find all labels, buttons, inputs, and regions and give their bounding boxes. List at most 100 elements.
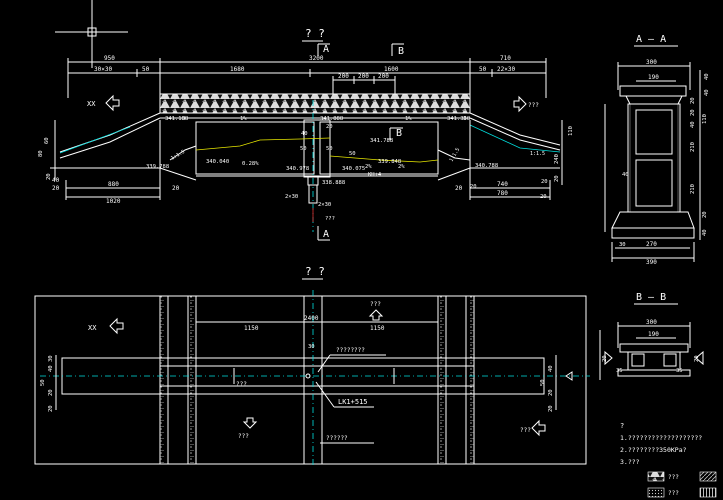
bb-dim-35b: 35: [676, 368, 683, 374]
side-dim-20: 20: [46, 173, 52, 180]
dim-50-c: 50: [349, 151, 356, 157]
dim-bottom-40: 40: [52, 177, 60, 184]
aa-dim-40c: 40: [690, 121, 696, 128]
dim-top-200a: 200: [338, 73, 349, 80]
elevation-top-dims: 950 3200 710 30×30 50 1680 1600 50 22×30…: [67, 55, 547, 98]
aa-dim-30: 30: [619, 242, 626, 248]
dim-20-b: 20: [470, 184, 477, 190]
dim-3-a: 3: [182, 116, 185, 122]
dim-50-b: 50: [300, 146, 307, 152]
section-mark-b-mid-label: B: [396, 128, 402, 139]
dim-top-50b: 50: [479, 66, 487, 73]
slope-2pct-b: 2%: [398, 164, 405, 170]
section-mark-a-label: A: [323, 44, 329, 55]
plan-label-bottom-left: ???: [238, 433, 249, 440]
aa-dim-390: 390: [646, 259, 657, 266]
aa-dim-190: 190: [648, 74, 659, 81]
plan-dim-40-l: 40: [48, 365, 54, 372]
plan-arrow-left-2-icon: [531, 419, 546, 437]
side-dim-110: 110: [568, 126, 574, 136]
ratio-1-15-b: 1:1.5: [449, 147, 462, 163]
legend-swatch-1: [647, 471, 665, 482]
dim-780: 780: [497, 190, 508, 197]
elev-340-075: 340.075: [342, 166, 365, 172]
aa-dim-40a: 40: [704, 73, 710, 80]
bridge-deck: [159, 93, 471, 114]
section-aa: A — A 300 190 270 390 30 40 40 20 20 40: [604, 34, 710, 266]
dim-1020: 1020: [106, 198, 121, 205]
aa-dim-20a: 20: [690, 97, 696, 104]
section-mark-b-mid: B: [389, 127, 403, 140]
elevation-marks: 341.188 341.888 341.368 340.040 340.978 …: [146, 116, 498, 186]
aa-dim-210b: 210: [690, 184, 696, 194]
dim-3-b: 3: [463, 116, 466, 122]
elev-339-788: 339.788: [146, 164, 169, 170]
section-mark-a-top: A: [317, 43, 330, 56]
label-pile: ???: [325, 216, 335, 222]
elev-341-188: 341.188: [165, 116, 188, 122]
plan-label-top: ???: [370, 301, 381, 308]
plan-dim-1150a: 1150: [244, 325, 259, 332]
plan-dim-50-r: 50: [540, 379, 546, 386]
section-mark-b-label: B: [398, 46, 404, 57]
legend-swatch-2: [699, 471, 717, 482]
legend-label-1: ???: [668, 474, 679, 481]
notes-head: ?: [620, 422, 624, 430]
plan-dim-20-l2: 20: [48, 405, 54, 412]
dim-top-1680: 1680: [230, 66, 245, 73]
side-dim-20b: 20: [554, 175, 560, 182]
label-kh: KH+4: [368, 172, 382, 178]
aa-dim-270: 270: [646, 241, 657, 248]
plan-label-leader-b: ??????: [326, 435, 348, 442]
bb-dim-35a: 35: [616, 368, 623, 374]
aa-dim-20b: 20: [690, 109, 696, 116]
dim-top-200b: 200: [358, 73, 369, 80]
aa-dim-40-left: 40: [622, 172, 629, 178]
aa-dim-40b: 40: [704, 89, 710, 96]
slope-2pct-a: 2%: [365, 164, 372, 170]
legend-swatch-4: [699, 487, 717, 498]
plan-arrow-left-icon: [109, 317, 124, 335]
note-line-2: 2.????????350KPa?: [620, 446, 687, 454]
dim-top-1600: 1600: [384, 66, 399, 73]
elev-341-788: 341.788: [370, 138, 393, 144]
dim-bottom-20c: 20: [52, 185, 60, 192]
aa-dim-300: 300: [646, 59, 657, 66]
elev-label-xx: XX: [87, 100, 96, 108]
side-dim-80: 80: [38, 150, 44, 157]
aa-dim-110: 110: [702, 114, 708, 124]
elevation-title: ? ?: [305, 27, 325, 40]
plan-title: ? ?: [305, 265, 325, 278]
ratio-1-15-c: 1:1.5: [530, 151, 545, 157]
dim-20-c: 20: [541, 179, 548, 185]
dim-740: 740: [497, 181, 508, 188]
aa-dim-210a: 210: [690, 142, 696, 152]
dim-top-200c: 200: [378, 73, 389, 80]
aa-dim-20c: 20: [702, 211, 708, 218]
plan-dim-30-l: 30: [48, 355, 54, 362]
side-dim-240: 240: [554, 154, 560, 164]
elevation-view: ? ? A B 950: [38, 27, 574, 241]
plan-dim-50-l: 50: [40, 379, 46, 386]
plan-dim-20-r2: 20: [548, 405, 554, 412]
plan-dim-20-r1: 20: [548, 389, 554, 396]
dim-50-a: 50: [326, 146, 333, 152]
plan-dim-1150b: 1150: [370, 325, 385, 332]
section-mark-a-bottom-label: A: [323, 229, 329, 240]
section-mark-a-bottom: A: [317, 226, 330, 241]
plan-label-leader-a: ????????: [336, 347, 365, 354]
dim-top-30x30: 30×30: [94, 66, 112, 73]
flow-arrow-right-icon: [513, 95, 527, 113]
dim-40-a: 40: [301, 131, 308, 137]
dim-top-3200: 3200: [309, 55, 324, 62]
dim-top-950: 950: [104, 55, 115, 62]
bb-dim-300: 300: [646, 319, 657, 326]
ratio-1-15-a: 1:1.5: [170, 149, 186, 162]
slope-1pct-right: 1%: [405, 116, 412, 122]
plan-dim-30: 30: [308, 344, 315, 350]
elev-339-848: 339.848: [378, 159, 401, 165]
bb-dim-190: 190: [648, 331, 659, 338]
note-line-3: 3.???: [620, 458, 640, 466]
note-line-1: 1.???????????????????: [620, 434, 702, 442]
elev-338-888: 338.888: [322, 180, 345, 186]
